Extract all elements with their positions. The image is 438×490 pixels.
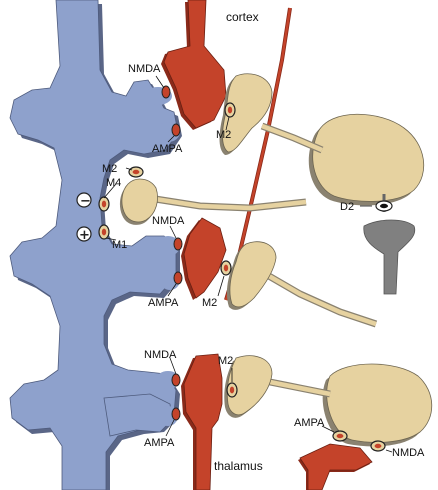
receptor-ampa-top [171, 123, 181, 137]
varicosity-middle [121, 178, 158, 223]
label-nmda-mid: NMDA [152, 215, 185, 227]
label-m2-bot: M2 [218, 355, 233, 367]
cholinergic-interneuron [119, 73, 433, 447]
label-nmda-top: NMDA [128, 63, 161, 75]
thalamic-terminal [181, 353, 223, 490]
interneuron-soma [312, 113, 425, 202]
cortical-terminal-top [161, 0, 227, 130]
sign-minus: − [80, 194, 91, 209]
receptor-markers [76, 85, 393, 452]
label-ampa-mid: AMPA [148, 297, 179, 309]
label-m4: M4 [106, 177, 121, 189]
sign-plus: + [79, 228, 90, 243]
label-m2-dendrite: M2 [102, 163, 117, 175]
thalamic-axon-to-interneuron [298, 443, 373, 490]
label-m2-top: M2 [216, 129, 231, 141]
cortical-terminal-middle [181, 217, 227, 300]
label-cortex: cortex [226, 10, 259, 24]
sign-plus-circle [76, 226, 92, 242]
label-nmda-bot: NMDA [144, 349, 177, 361]
receptor-nmda-bot [171, 373, 181, 387]
leader-lines [103, 75, 393, 453]
label-ampa-interneuron: AMPA [294, 417, 325, 429]
label-d2: D2 [340, 201, 354, 213]
labels: cortex thalamus NMDA AMPA M2 M2 M4 M1 NM… [79, 10, 425, 473]
label-m2-mid: M2 [202, 297, 217, 309]
receptor-ampa-bot [171, 407, 181, 421]
label-m1: M1 [112, 239, 127, 251]
varicosity-lower [229, 241, 277, 308]
receptor-nmda-top [161, 85, 171, 99]
receptor-ampa-mid [173, 271, 183, 285]
label-nmda-interneuron: NMDA [392, 447, 425, 459]
label-ampa-top: AMPA [152, 143, 183, 155]
label-thalamus: thalamus [214, 459, 263, 473]
sign-minus-circle [76, 192, 92, 208]
interneuron-soma-bottom [326, 363, 433, 443]
label-ampa-bot: AMPA [144, 437, 175, 449]
receptor-nmda-mid [173, 237, 183, 251]
